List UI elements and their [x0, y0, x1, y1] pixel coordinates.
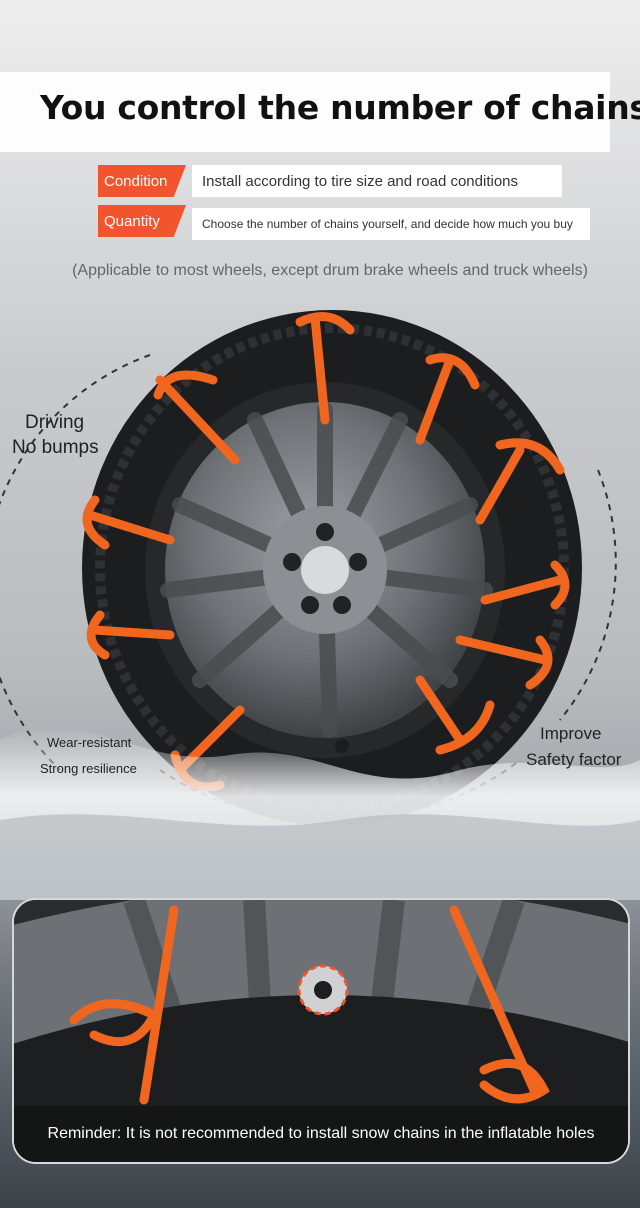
label-strong-resilience: Strong resilience [40, 761, 137, 776]
condition-tag: Condition [98, 165, 186, 197]
page-title: You control the number of chains [40, 88, 640, 127]
reminder-banner: Reminder: It is not recommended to insta… [14, 1106, 628, 1162]
label-safety-factor: Safety factor [526, 750, 622, 769]
label-no-bumps: No bumps [12, 437, 99, 458]
label-improve: Improve [540, 724, 602, 743]
label-driving: Driving [25, 412, 85, 433]
applicability-note: (Applicable to most wheels, except drum … [72, 262, 588, 279]
detail-panel: Reminder: It is not recommended to insta… [12, 898, 630, 1164]
quantity-tag: Quantity [98, 205, 186, 237]
tire-image [0, 310, 640, 900]
quantity-text: Choose the number of chains yourself, an… [192, 208, 590, 240]
title-banner [0, 72, 610, 152]
label-wear-resistant: Wear-resistant [47, 735, 132, 750]
condition-text: Install according to tire size and road … [192, 165, 562, 197]
